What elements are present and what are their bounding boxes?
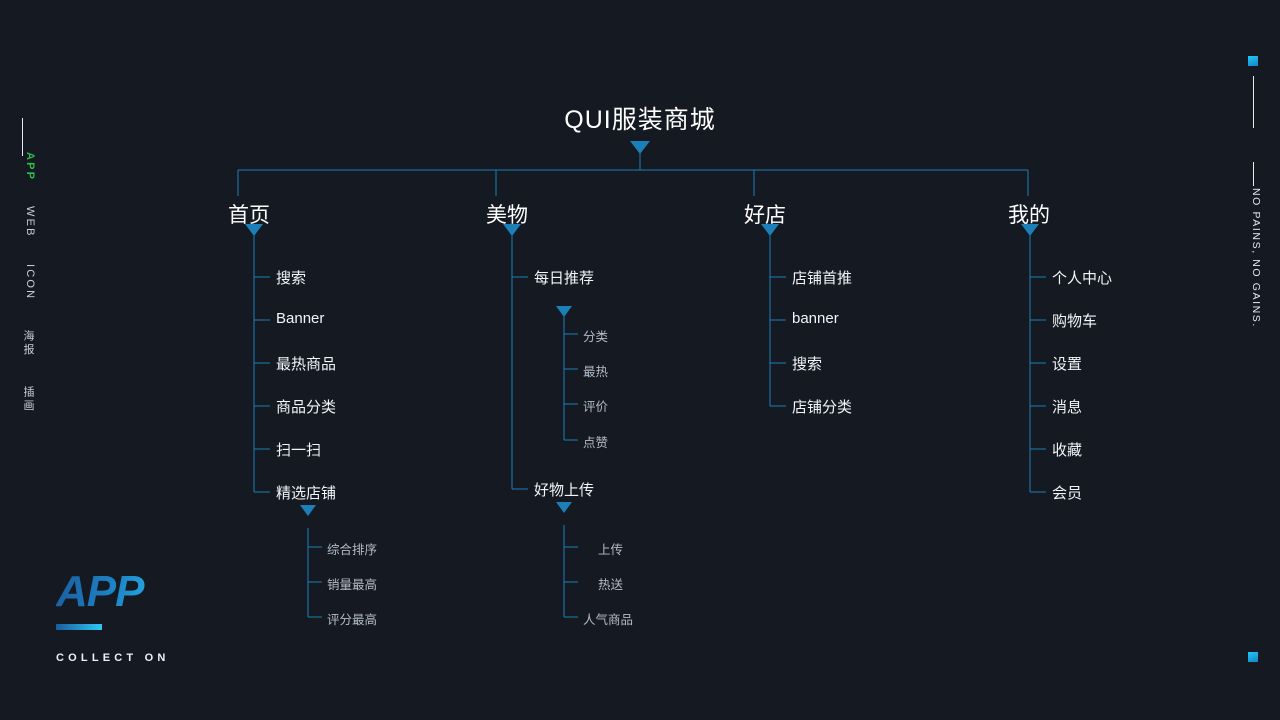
node-l3-daily-category[interactable]: 分类 (583, 330, 609, 344)
node-l3-daily-like[interactable]: 点赞 (583, 436, 609, 450)
node-l2-home-category[interactable]: 商品分类 (276, 399, 337, 416)
page-title: QUI服装商城 (564, 106, 716, 134)
node-l1-home[interactable]: 首页 (228, 204, 270, 227)
rail-tick-line (22, 118, 23, 156)
node-l2-home-banner[interactable]: Banner (276, 310, 325, 327)
node-l2-goods-daily-recommend[interactable]: 每日推荐 (534, 270, 595, 287)
node-l3-daily-hottest[interactable]: 最热 (583, 365, 609, 379)
node-l3-upload-upload[interactable]: 上传 (598, 543, 624, 557)
left-category-rail: APP WEB ICON 海报 插画 (0, 0, 56, 720)
cyan-square-marker-top (1248, 56, 1258, 66)
node-l2-home-scan[interactable]: 扫一扫 (276, 442, 322, 459)
node-l2-mine-messages[interactable]: 消息 (1052, 399, 1083, 416)
node-l3-sort-comprehensive[interactable]: 综合排序 (327, 543, 378, 557)
node-l1-mine[interactable]: 我的 (1008, 204, 1050, 227)
cyan-square-marker-bottom (1248, 652, 1258, 662)
node-l2-mine-settings[interactable]: 设置 (1052, 356, 1083, 373)
node-l2-goods-upload[interactable]: 好物上传 (534, 482, 595, 499)
rail-item-web[interactable]: WEB (24, 206, 36, 238)
rail-divider-lower (1253, 162, 1254, 186)
node-l1-shops[interactable]: 好店 (744, 204, 786, 227)
node-l2-mine-profile[interactable]: 个人中心 (1052, 270, 1113, 287)
node-l2-home-hottest[interactable]: 最热商品 (276, 356, 337, 373)
rail-item-app[interactable]: APP (24, 152, 36, 182)
rail-divider-upper (1253, 76, 1254, 128)
node-l3-sort-sales[interactable]: 销量最高 (327, 578, 378, 592)
right-slogan-rail: NO PAINS, NO GAINS. (1230, 0, 1280, 720)
node-l2-home-featured-shops[interactable]: 精选店铺 (276, 485, 337, 502)
node-l2-mine-cart[interactable]: 购物车 (1052, 313, 1098, 330)
slogan-text: NO PAINS, NO GAINS. (1250, 188, 1262, 328)
node-l2-mine-favorites[interactable]: 收藏 (1052, 442, 1083, 459)
node-l3-upload-hotsend[interactable]: 热送 (598, 578, 624, 592)
node-l2-home-search[interactable]: 搜索 (276, 270, 307, 287)
logo-wordmark: APP (56, 570, 236, 614)
node-l2-shop-category[interactable]: 店铺分类 (792, 399, 853, 416)
node-l2-shop-banner[interactable]: banner (792, 310, 839, 327)
rail-item-poster[interactable]: 海报 (22, 330, 34, 357)
rail-item-icon[interactable]: ICON (24, 264, 36, 301)
node-l2-shop-search[interactable]: 搜索 (792, 356, 823, 373)
app-logo-block: APP COLLECT ON (56, 570, 236, 664)
node-l2-mine-membership[interactable]: 会员 (1052, 485, 1083, 502)
node-l3-daily-review[interactable]: 评价 (583, 400, 609, 414)
node-l3-upload-popular-goods[interactable]: 人气商品 (583, 613, 634, 627)
logo-subtitle: COLLECT ON (56, 652, 170, 664)
rail-item-illustration[interactable]: 插画 (22, 386, 34, 413)
node-l1-goods[interactable]: 美物 (486, 204, 528, 227)
node-l2-shop-top-pick[interactable]: 店铺首推 (792, 270, 853, 287)
node-l3-sort-rating[interactable]: 评分最高 (327, 613, 378, 627)
logo-accent-bar (56, 624, 102, 630)
